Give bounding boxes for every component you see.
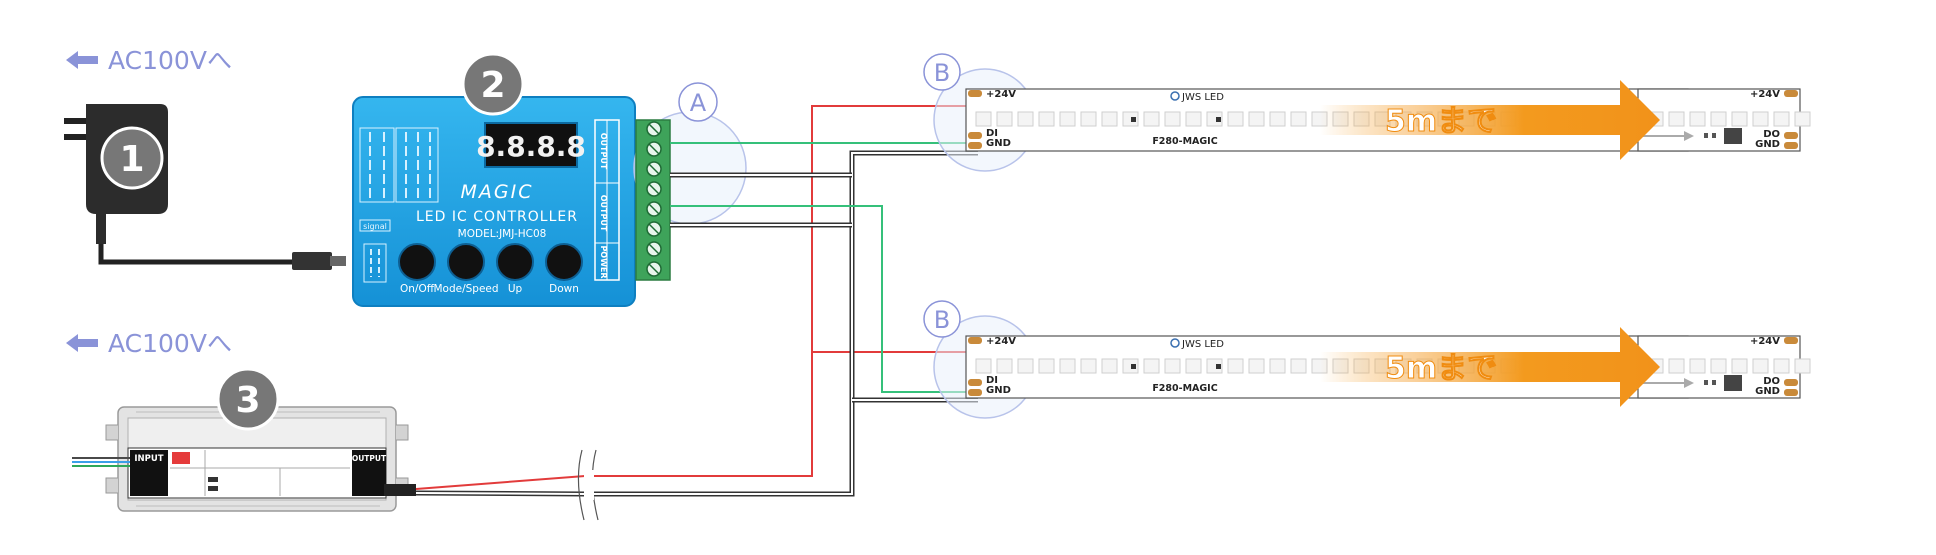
strip-do-label: DO [1763,129,1780,140]
terminal-block [635,119,671,281]
strip-model: F280-MAGIC [1152,136,1217,147]
left-arrow-icon [66,334,98,352]
marker-b [923,53,961,91]
marker-b-label: B [934,59,950,87]
power-supply: INPUT OUTPUT [72,406,416,512]
strip-pos-label: +24V [986,89,1016,100]
left-arrow-icon [66,51,98,69]
button-mode-speed: Mode/Speed [433,283,498,295]
strip-gnd-label: GND [986,138,1011,149]
strip-di-label: DI [986,128,998,139]
length-arrow [1320,80,1660,160]
strip-end-gnd-label: GND [1755,386,1780,397]
length-note: 5mまで [1385,351,1497,386]
ac-label-bottom: AC100Vへ [66,329,232,358]
marker-b-label: B [934,306,950,334]
svg-text:2: 2 [480,65,505,106]
strip-brand: JWS LED [1181,339,1224,350]
ac-adapter [64,104,346,270]
marker-3: 3 [216,367,280,431]
svg-text:1: 1 [119,139,144,180]
svg-text:3: 3 [235,380,260,421]
terminal-output-1: OUTPUT [599,133,608,170]
terminal-output-2: OUTPUT [599,195,608,232]
psu-input-label: INPUT [134,454,163,464]
terminal-power: POWER [599,245,608,278]
ic-chip-icon [1724,128,1742,144]
marker-2: 2 [461,52,525,116]
psu-output-label: OUTPUT [352,454,387,463]
strip-end-gnd-label: GND [1755,139,1780,150]
button-on-off: On/Off [400,283,435,295]
length-note: 5mまで [1385,104,1497,139]
svg-text:A: A [690,89,707,117]
marker-1: 1 [100,126,164,190]
ac-label-top: AC100Vへ [66,46,232,75]
arrow-right-icon [1684,378,1694,388]
button-up: Up [508,283,523,295]
strip-model: F280-MAGIC [1152,383,1217,394]
length-arrow [1320,327,1660,407]
arrow-right-icon [1684,131,1694,141]
brand-logo-icon [1170,91,1180,101]
strip-brand: JWS LED [1181,92,1224,103]
controller-title: LED IC CONTROLLER [416,209,578,225]
ic-chip-icon [1724,375,1742,391]
controller-brand: MAGIC [461,181,534,203]
brand-logo-icon [1170,338,1180,348]
ac-label-top-text: AC100Vへ [108,46,232,75]
segment-display: 8.8.8.8 [476,130,586,163]
strip-do-label: DO [1763,376,1780,387]
led-controller: signal 8.8.8.8 MAGIC LED IC CONTROLLER M… [352,96,636,307]
signal-label: signal [363,222,387,231]
controller-model: MODEL:JMJ-HC08 [458,228,547,240]
strip-end-pos-label: +24V [1750,89,1780,100]
strip-pos-label: +24V [986,336,1016,347]
button-down: Down [549,283,579,295]
ac-label-bottom-text: AC100Vへ [108,329,232,358]
strip-di-label: DI [986,375,998,386]
marker-b [923,300,961,338]
marker-a: A [678,82,718,122]
strip-gnd-label: GND [986,385,1011,396]
strip-end-pos-label: +24V [1750,336,1780,347]
